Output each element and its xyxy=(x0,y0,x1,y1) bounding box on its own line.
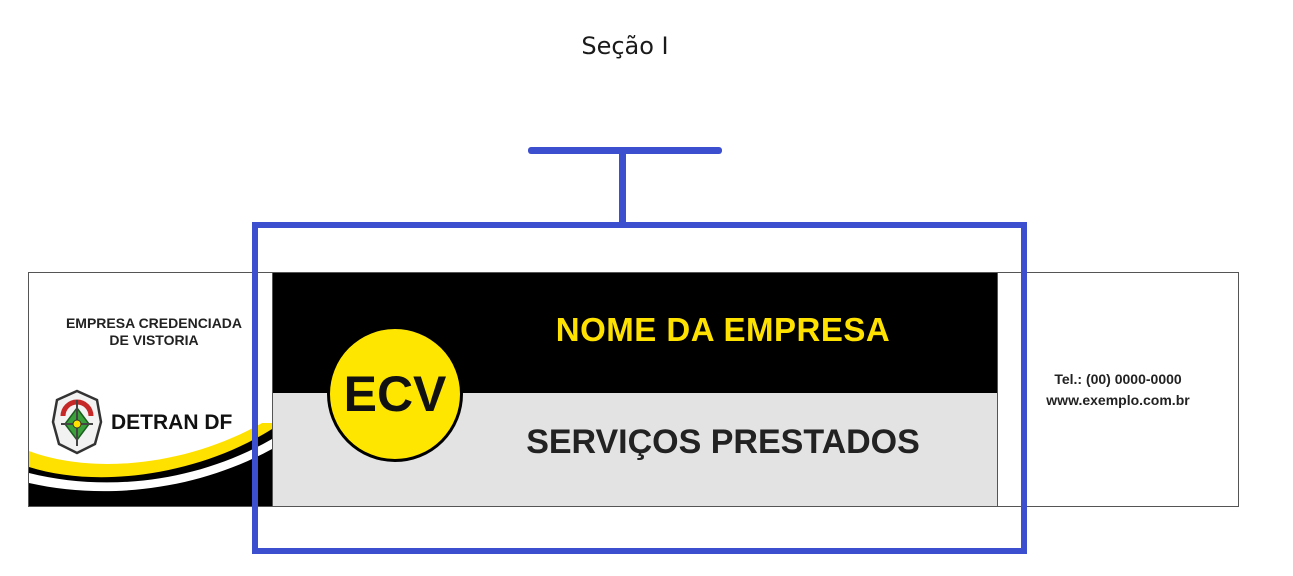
plate: EMPRESA CREDENCIADA DE VISTORIA DETRAN D… xyxy=(28,272,1239,507)
company-credential-line2: DE VISTORIA xyxy=(109,332,199,348)
ecv-badge-text: ECV xyxy=(343,366,447,422)
plate-left-panel: EMPRESA CREDENCIADA DE VISTORIA DETRAN D… xyxy=(29,273,272,506)
contact-phone: Tel.: (00) 0000-0000 xyxy=(1054,371,1182,387)
section-title: Seção I xyxy=(581,32,669,60)
plate-middle-panel: NOME DA EMPRESA SERVIÇOS PRESTADOS ECV xyxy=(272,273,998,506)
contact-website: www.exemplo.com.br xyxy=(1046,392,1190,408)
company-credential-text: EMPRESA CREDENCIADA DE VISTORIA xyxy=(29,315,272,349)
company-name: NOME DA EMPRESA xyxy=(555,311,891,348)
contact-info: Tel.: (00) 0000-0000 www.exemplo.com.br xyxy=(998,369,1238,411)
company-credential-line1: EMPRESA CREDENCIADA xyxy=(65,315,243,331)
ecv-badge: ECV xyxy=(327,326,463,462)
detran-emblem-icon xyxy=(51,389,103,455)
bracket-stem xyxy=(619,150,626,224)
yellow-black-swoosh xyxy=(29,423,272,506)
detran-label: DETRAN DF xyxy=(111,411,233,434)
plate-right-panel: Tel.: (00) 0000-0000 www.exemplo.com.br xyxy=(998,273,1238,506)
services-text: SERVIÇOS PRESTADOS xyxy=(526,423,920,461)
